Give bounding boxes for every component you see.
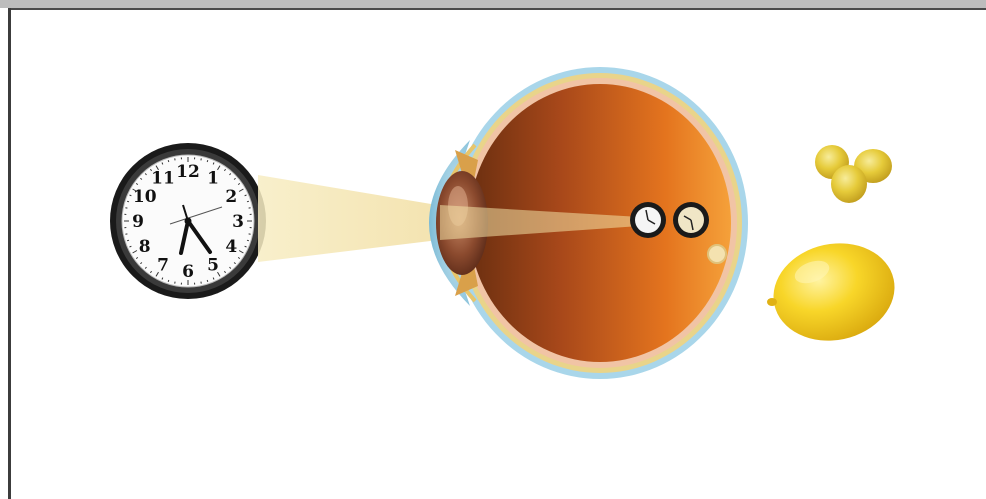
clock-numeral: 9 bbox=[132, 212, 144, 232]
clock-numeral: 11 bbox=[151, 169, 175, 189]
clock-tick bbox=[247, 240, 249, 241]
clock-tick bbox=[127, 201, 129, 202]
clock-tick bbox=[207, 160, 208, 162]
clock-numeral: 12 bbox=[176, 162, 200, 182]
clock-tick bbox=[207, 280, 208, 282]
clock-tick bbox=[127, 240, 129, 241]
clock-numeral: 2 bbox=[225, 187, 237, 207]
clock-numeral: 4 bbox=[225, 237, 237, 257]
clock-numeral: 7 bbox=[157, 255, 169, 275]
clock-numeral: 5 bbox=[207, 255, 219, 275]
clock-tick bbox=[168, 160, 169, 162]
clock-numeral: 3 bbox=[232, 212, 244, 232]
clock-numeral: 10 bbox=[133, 187, 157, 207]
clock-tick bbox=[168, 280, 169, 282]
clock-numeral: 8 bbox=[139, 237, 151, 257]
lemon-icon bbox=[764, 232, 903, 351]
clock-numeral: 6 bbox=[182, 262, 194, 282]
small-lemons-icon bbox=[815, 145, 892, 203]
clock-tick bbox=[247, 201, 249, 202]
clock-numeral: 1 bbox=[207, 169, 219, 189]
